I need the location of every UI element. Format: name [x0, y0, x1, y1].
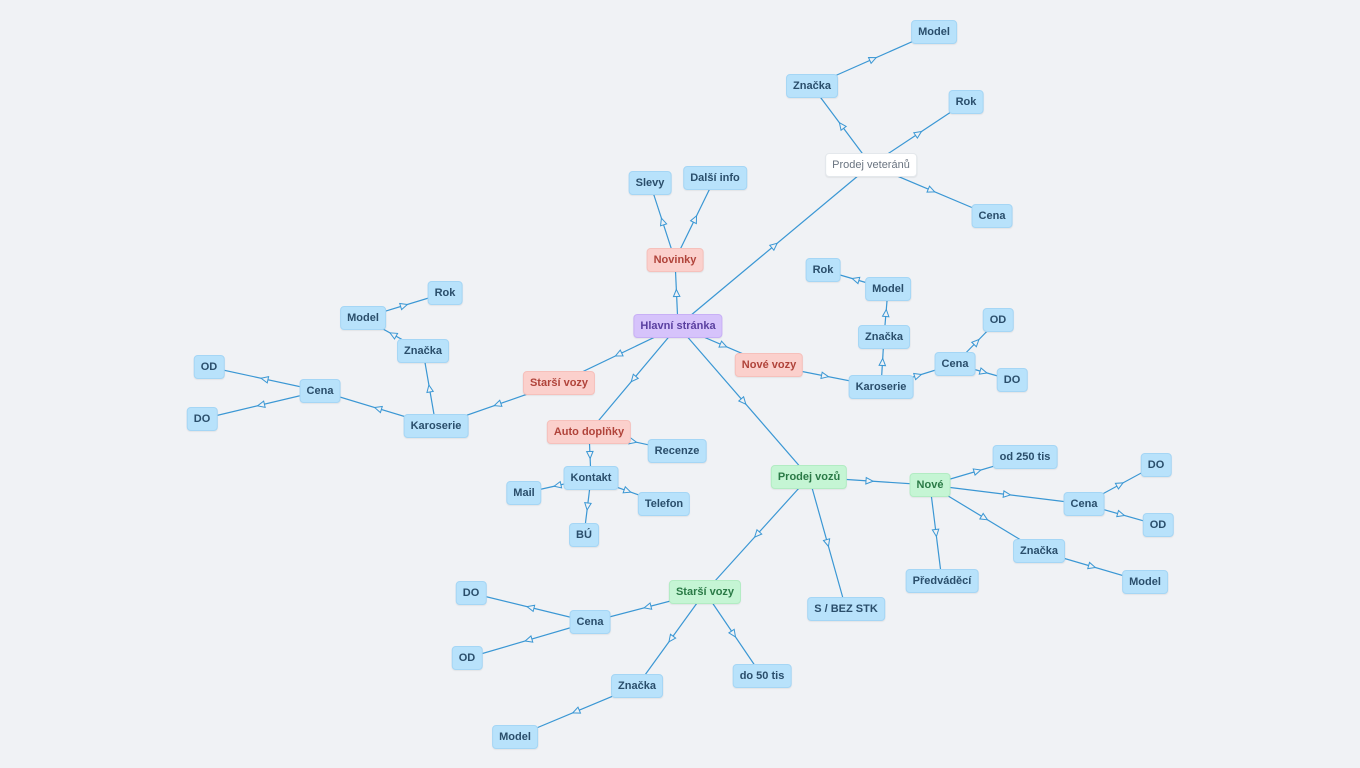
node-vet-model[interactable]: Model [911, 20, 957, 44]
node-nv-od[interactable]: OD [982, 308, 1014, 332]
node-n-model[interactable]: Model [1122, 570, 1168, 594]
edge-arrow-icon [552, 480, 563, 489]
edge-arrow-icon [672, 288, 681, 298]
node-slevy[interactable]: Slevy [628, 171, 672, 195]
edge-arrow-icon [718, 340, 728, 348]
node-kontakt[interactable]: Kontakt [563, 466, 619, 490]
node-nv-do[interactable]: DO [996, 368, 1028, 392]
edge-arrow-icon [1002, 490, 1012, 498]
node-od250[interactable]: od 250 tis [992, 445, 1058, 469]
edge-arrow-icon [768, 242, 779, 252]
edge-arrow-icon [256, 400, 266, 408]
edge-arrow-icon [525, 604, 536, 613]
edge-arrow-icon [399, 302, 409, 311]
node-sv-model[interactable]: Model [340, 306, 386, 330]
node-n-do[interactable]: DO [1140, 453, 1172, 477]
node-dalsi-info[interactable]: Další info [683, 166, 747, 190]
edge-arrow-icon [642, 602, 653, 610]
edge-arrow-icon [878, 357, 887, 367]
node-nv-karoserie[interactable]: Karoserie [848, 375, 914, 399]
node-novinky[interactable]: Novinky [646, 248, 704, 272]
edge-arrow-icon [584, 502, 592, 512]
node-prodej-vozu[interactable]: Prodej vozů [770, 465, 848, 489]
node-nove-vozy[interactable]: Nové vozy [734, 353, 804, 377]
node-vet-znacka[interactable]: Značka [786, 74, 838, 98]
node-mail[interactable]: Mail [506, 481, 542, 505]
edge-arrow-icon [822, 538, 831, 548]
edge-arrow-icon [912, 130, 923, 140]
node-sv-znacka[interactable]: Značka [397, 339, 449, 363]
edge-arrow-icon [659, 217, 668, 227]
edge-arrow-icon [630, 373, 640, 383]
node-ps-model[interactable]: Model [492, 725, 538, 749]
node-do50[interactable]: do 50 tis [732, 664, 792, 688]
node-s-bez-stk[interactable]: S / BEZ STK [807, 597, 885, 621]
node-sv-od[interactable]: OD [193, 355, 225, 379]
node-ps-cena[interactable]: Cena [569, 610, 611, 634]
node-hlavni[interactable]: Hlavní stránka [633, 314, 723, 338]
node-n-cena[interactable]: Cena [1063, 492, 1105, 516]
node-pv-starsi[interactable]: Starší vozy [668, 580, 742, 604]
edge-arrow-icon [373, 405, 383, 414]
edge-arrow-icon [614, 349, 624, 357]
edge-arrow-icon [881, 308, 890, 318]
node-nove[interactable]: Nové [909, 473, 951, 497]
edge-arrow-icon [689, 214, 698, 225]
node-telefon[interactable]: Telefon [637, 492, 691, 516]
edge-arrow-icon [867, 56, 878, 65]
edge-arrow-icon [820, 371, 830, 380]
edge-arrow-icon [523, 635, 534, 643]
node-ps-od[interactable]: OD [451, 646, 483, 670]
edge-arrow-icon [668, 633, 677, 643]
node-ps-znacka[interactable]: Značka [611, 674, 663, 698]
node-sv-cena[interactable]: Cena [299, 379, 341, 403]
edge-arrow-icon [970, 338, 980, 348]
node-nv-cena[interactable]: Cena [934, 352, 976, 376]
edge-arrow-icon [926, 185, 936, 193]
node-sv-karoserie[interactable]: Karoserie [403, 414, 469, 438]
edge-arrow-icon [972, 468, 983, 476]
edge-arrow-icon [259, 375, 270, 384]
node-ps-do[interactable]: DO [455, 581, 487, 605]
edge-arrow-icon [912, 372, 923, 381]
node-nv-model[interactable]: Model [865, 277, 911, 301]
edge-arrow-icon [622, 485, 632, 494]
edge-arrow-icon [426, 383, 435, 394]
node-n-od[interactable]: OD [1142, 513, 1174, 537]
edge-arrow-icon [585, 450, 594, 460]
edge-arrow-icon [388, 332, 399, 340]
edge-arrow-icon [979, 512, 989, 521]
edge-arrow-icon [838, 121, 848, 132]
node-bu[interactable]: BÚ [569, 523, 599, 547]
node-recenze[interactable]: Recenze [647, 439, 707, 463]
node-predvadeci[interactable]: Předváděcí [905, 569, 979, 593]
edge-arrow-icon [1087, 561, 1097, 570]
node-sv-do[interactable]: DO [186, 407, 218, 431]
edge-arrow-icon [850, 276, 861, 285]
node-n-znacka[interactable]: Značka [1013, 539, 1065, 563]
node-prodej-veteranu[interactable]: Prodej veteránů [825, 153, 917, 177]
node-starsi-vozy[interactable]: Starší vozy [522, 371, 596, 395]
node-sv-rok[interactable]: Rok [427, 281, 463, 305]
edge-arrow-icon [931, 528, 940, 538]
edge-arrow-icon [753, 528, 763, 538]
edge-arrow-icon [727, 628, 737, 638]
node-vet-rok[interactable]: Rok [948, 90, 984, 114]
edge-arrow-icon [1116, 509, 1126, 518]
node-nv-rok[interactable]: Rok [805, 258, 841, 282]
node-vet-cena[interactable]: Cena [971, 204, 1013, 228]
edge-arrow-icon [978, 367, 989, 375]
edge-arrow-icon [737, 395, 747, 406]
node-auto-doplnky[interactable]: Auto doplňky [546, 420, 632, 444]
edge-arrow-icon [493, 399, 503, 407]
edge-arrow-icon [1114, 482, 1125, 490]
edge-arrow-icon [571, 706, 582, 714]
edge-arrow-icon [865, 476, 875, 485]
node-nv-znacka[interactable]: Značka [858, 325, 910, 349]
